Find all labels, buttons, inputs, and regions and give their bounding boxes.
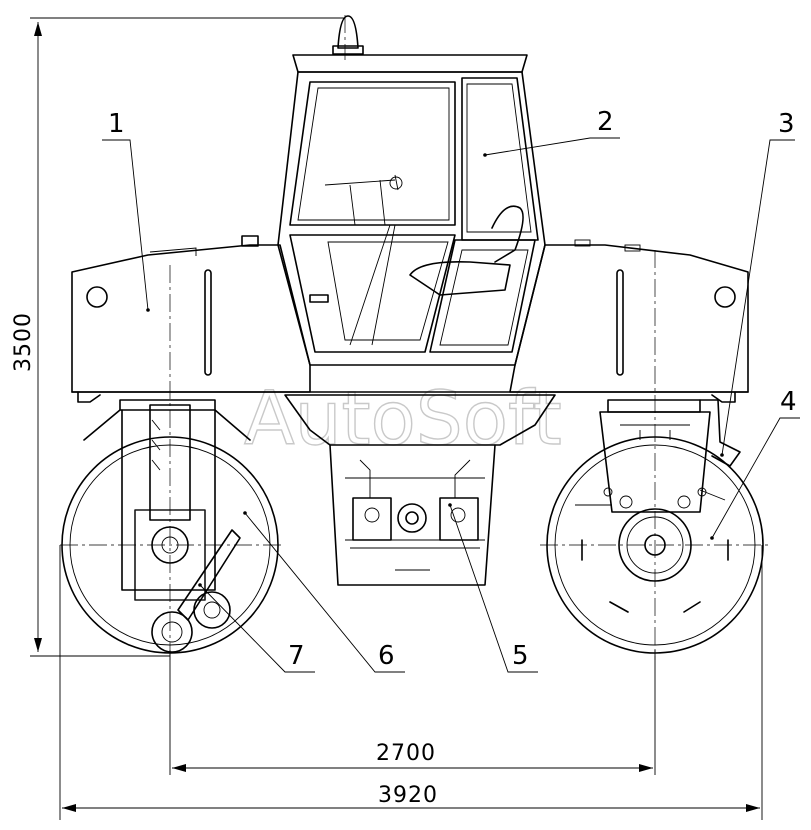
dimension-height: 3500: [11, 17, 345, 657]
main-frame: [71, 235, 749, 403]
watermark-text: AutoSoft: [244, 376, 562, 462]
undercarriage: [284, 394, 556, 586]
leader-lines: [102, 137, 800, 673]
dimension-overall-length: 3920: [59, 545, 763, 820]
callout-3: 3: [778, 109, 795, 139]
callout-2: 2: [597, 107, 614, 137]
dimension-height-label: 3500: [11, 312, 36, 372]
centerlines: [60, 15, 770, 660]
rear-drum-assembly: [61, 399, 279, 654]
operator-cab: [277, 54, 546, 366]
dimension-overall-length-label: 3920: [378, 783, 438, 808]
beacon-lamp: [332, 15, 364, 55]
callout-1: 1: [108, 109, 125, 139]
front-drum-assembly: [546, 399, 764, 654]
callout-4: 4: [780, 387, 797, 417]
callout-6: 6: [378, 641, 395, 671]
dimension-wheelbase: 2700: [169, 650, 656, 775]
dimension-wheelbase-label: 2700: [376, 741, 436, 766]
callout-7: 7: [288, 641, 305, 671]
callout-5: 5: [512, 641, 529, 671]
